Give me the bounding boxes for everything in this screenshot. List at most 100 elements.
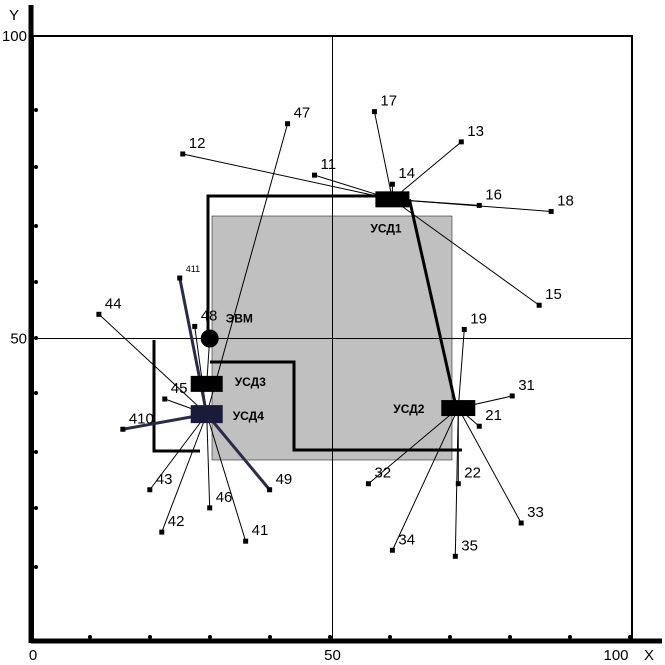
y-tick-label: 50: [10, 331, 27, 348]
terminal-link-19: [457, 329, 465, 409]
terminal-node: [207, 505, 213, 511]
terminal-node: [312, 172, 318, 178]
terminal-label: 33: [527, 504, 544, 521]
y-axis-title: Y: [9, 7, 19, 24]
hub-label-usd2: УСД2: [393, 402, 425, 416]
terminal-node: [389, 181, 395, 187]
x-axis-tick-dot: [628, 635, 632, 639]
terminal-link-42: [161, 413, 208, 533]
terminal-link-49: [205, 413, 271, 491]
x-axis-tick-dot: [508, 635, 512, 639]
terminal-label: 12: [189, 135, 206, 152]
trunk-cable: [407, 199, 458, 409]
terminal-link-34: [391, 407, 459, 551]
x-axis-tick-dot: [448, 635, 452, 639]
terminal-node: [192, 323, 198, 329]
wall-outline-upper: [206, 194, 405, 340]
terminal-node: [285, 121, 291, 127]
terminal-node: [461, 326, 467, 332]
terminal-label: 410: [129, 410, 154, 427]
terminal-label: 48: [201, 307, 218, 324]
hub-usd2: [441, 400, 476, 417]
computer-label: ЭВМ: [226, 312, 253, 326]
terminal-label: 411: [186, 264, 200, 274]
y-axis-tick-dot: [34, 450, 38, 454]
terminal-label: 49: [276, 471, 293, 488]
terminal-node: [509, 393, 515, 399]
hub-label-usd3: УСД3: [235, 375, 267, 389]
terminal-label: 47: [294, 105, 311, 122]
wall-outline-left: [152, 340, 200, 453]
terminal-label: 32: [374, 465, 391, 482]
terminal-node: [548, 208, 554, 214]
terminal-link-46: [206, 414, 211, 508]
terminal-label: 31: [518, 377, 535, 394]
terminal-link-18: [392, 198, 552, 212]
terminal-label: 34: [398, 531, 415, 548]
y-axis-tick-dot: [34, 165, 38, 169]
terminal-label: 35: [461, 537, 478, 554]
terminal-node: [120, 426, 126, 432]
terminal-label: 21: [485, 407, 502, 424]
y-axis-tick-dot: [34, 506, 38, 510]
y-axis-tick-dot: [34, 280, 38, 284]
terminal-link-12: [182, 153, 393, 200]
terminal-label: 45: [171, 380, 188, 397]
hub-usd3: [190, 375, 223, 392]
terminal-label: 15: [545, 286, 562, 303]
y-tick-label: 100: [2, 28, 27, 45]
terminal-label: 44: [105, 295, 122, 312]
terminal-node: [536, 302, 542, 308]
terminal-node: [476, 423, 482, 429]
terminal-link-43: [149, 413, 208, 491]
terminal-label: 42: [168, 513, 185, 530]
terminal-node: [96, 311, 102, 317]
hub-label-usd4: УСД4: [233, 409, 265, 423]
wall-outline-lower: [210, 360, 462, 452]
computer-node: [200, 329, 219, 348]
terminal-label: 13: [467, 123, 484, 140]
terminal-node: [267, 487, 273, 493]
x-axis-title: X: [644, 647, 654, 664]
x-axis-tick-dot: [148, 635, 152, 639]
terminal-node: [243, 538, 249, 544]
terminal-node: [455, 481, 461, 487]
terminal-node: [389, 547, 395, 553]
terminal-label: 16: [485, 186, 502, 203]
terminal-link-15: [392, 198, 540, 306]
y-axis-tick-dot: [34, 224, 38, 228]
terminal-node: [476, 202, 482, 208]
terminal-link-41: [206, 413, 247, 542]
terminal-link-32: [368, 407, 459, 485]
terminal-link-13: [392, 141, 462, 200]
terminal-label: 18: [557, 192, 574, 209]
terminal-node: [177, 275, 183, 281]
terminal-node: [180, 151, 186, 157]
terminal-label: 14: [398, 165, 415, 182]
terminal-link-17: [373, 111, 393, 200]
x-axis-tick-dot: [328, 635, 332, 639]
terminal-node: [518, 520, 524, 526]
terminal-label: 22: [464, 465, 481, 482]
terminal-node: [147, 487, 153, 493]
terminal-link-33: [457, 407, 522, 524]
terminal-node: [371, 109, 377, 115]
hub-usd4: [190, 405, 223, 424]
hub-usd1: [375, 191, 410, 208]
terminal-node: [365, 481, 371, 487]
x-axis-tick-dot: [388, 635, 392, 639]
x-tick-label: 50: [324, 647, 341, 664]
terminal-link-44: [98, 313, 208, 415]
y-axis-tick-dot: [34, 108, 38, 112]
terminal-label: 17: [380, 93, 397, 110]
terminal-link-47: [206, 123, 289, 415]
terminal-node: [452, 553, 458, 559]
x-tick-label: 100: [603, 647, 628, 664]
terminal-label: 11: [321, 156, 337, 173]
terminal-node: [159, 529, 165, 535]
terminal-node: [162, 396, 168, 402]
terminal-label: 19: [470, 310, 487, 327]
y-axis-tick-dot: [34, 336, 38, 340]
hub-label-usd1: УСД1: [370, 221, 402, 235]
